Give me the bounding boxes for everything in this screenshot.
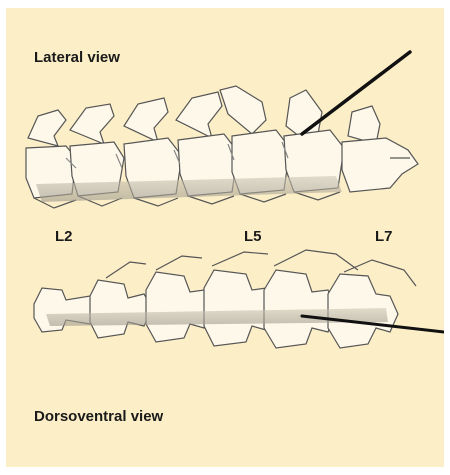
dorsal-vertebra-6 — [328, 260, 416, 348]
dorsal-spine — [34, 250, 416, 348]
lateral-spine — [26, 86, 418, 208]
dorsoventral-view-title: Dorsoventral view — [34, 408, 163, 425]
lateral-vertebra-7 — [342, 106, 418, 192]
spine-figure: Lateral view L2 L5 L7 Dorsoventral view — [6, 8, 444, 467]
vertebra-label-l7: L7 — [375, 228, 393, 245]
dorsal-vertebra-2 — [90, 262, 152, 338]
dorsal-vertebra-3 — [146, 256, 212, 342]
vertebra-label-l2: L2 — [55, 228, 73, 245]
lateral-view-title: Lateral view — [34, 49, 120, 66]
vertebra-label-l5: L5 — [244, 228, 262, 245]
